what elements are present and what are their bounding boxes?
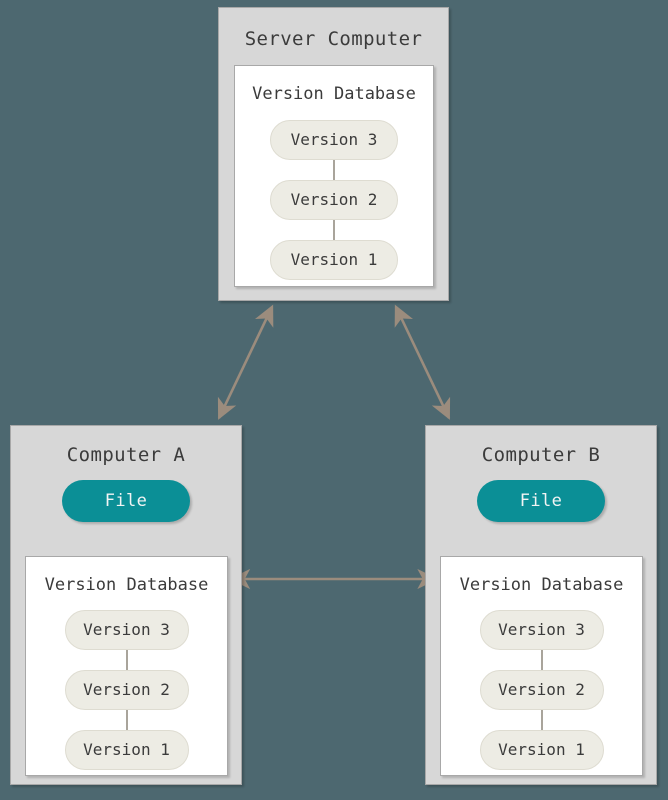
server-version-pill-1[interactable]: Version 1	[270, 240, 398, 280]
computer-a-version-database-title: Version Database	[44, 575, 209, 595]
server-computer-title: Server Computer	[244, 28, 423, 50]
computer-a-file-pill[interactable]: File	[62, 480, 190, 522]
computer-b-version-database-box[interactable]: Version Database Version 3 Version 2 Ver…	[440, 556, 643, 776]
version-link	[540, 710, 543, 730]
computer-a-version-pill-1[interactable]: Version 1	[64, 730, 189, 770]
computer-b-box[interactable]: Computer B File Version Database Version…	[425, 425, 657, 785]
server-version-database-title: Version Database	[252, 84, 416, 104]
computer-a-version-pill-2[interactable]: Version 2	[64, 670, 189, 710]
server-to-computer-b-arrow	[394, 304, 451, 420]
computer-a-file-pill-wrapper: File	[11, 480, 241, 522]
server-version-pill-2[interactable]: Version 2	[270, 180, 398, 220]
version-link	[333, 160, 335, 180]
version-link	[540, 650, 543, 670]
computer-b-title: Computer B	[481, 444, 601, 466]
computer-a-version-pill-3[interactable]: Version 3	[64, 610, 189, 650]
server-version-pill-3[interactable]: Version 3	[270, 120, 398, 160]
computer-b-file-pill-wrapper: File	[426, 480, 656, 522]
server-to-computer-a-arrow	[217, 304, 274, 420]
computer-b-file-pill[interactable]: File	[477, 480, 605, 522]
computer-a-title: Computer A	[66, 444, 186, 466]
computer-a-box[interactable]: Computer A File Version Database Version…	[10, 425, 242, 785]
server-computer-box[interactable]: Server Computer Version Database Version…	[218, 7, 449, 301]
computer-b-version-database-title: Version Database	[459, 575, 624, 595]
computer-b-version-pill-2[interactable]: Version 2	[479, 670, 604, 710]
server-version-database-box[interactable]: Version Database Version 3 Version 2 Ver…	[234, 65, 434, 287]
computer-b-version-pill-3[interactable]: Version 3	[479, 610, 604, 650]
version-link	[125, 650, 128, 670]
version-link	[125, 710, 128, 730]
version-link	[333, 220, 335, 240]
computer-a-version-stack: Version 3 Version 2 Version 1	[26, 610, 227, 770]
computer-b-version-pill-1[interactable]: Version 1	[479, 730, 604, 770]
computer-a-version-database-box[interactable]: Version Database Version 3 Version 2 Ver…	[25, 556, 228, 776]
computer-b-version-stack: Version 3 Version 2 Version 1	[441, 610, 642, 770]
server-version-stack: Version 3 Version 2 Version 1	[235, 120, 433, 280]
